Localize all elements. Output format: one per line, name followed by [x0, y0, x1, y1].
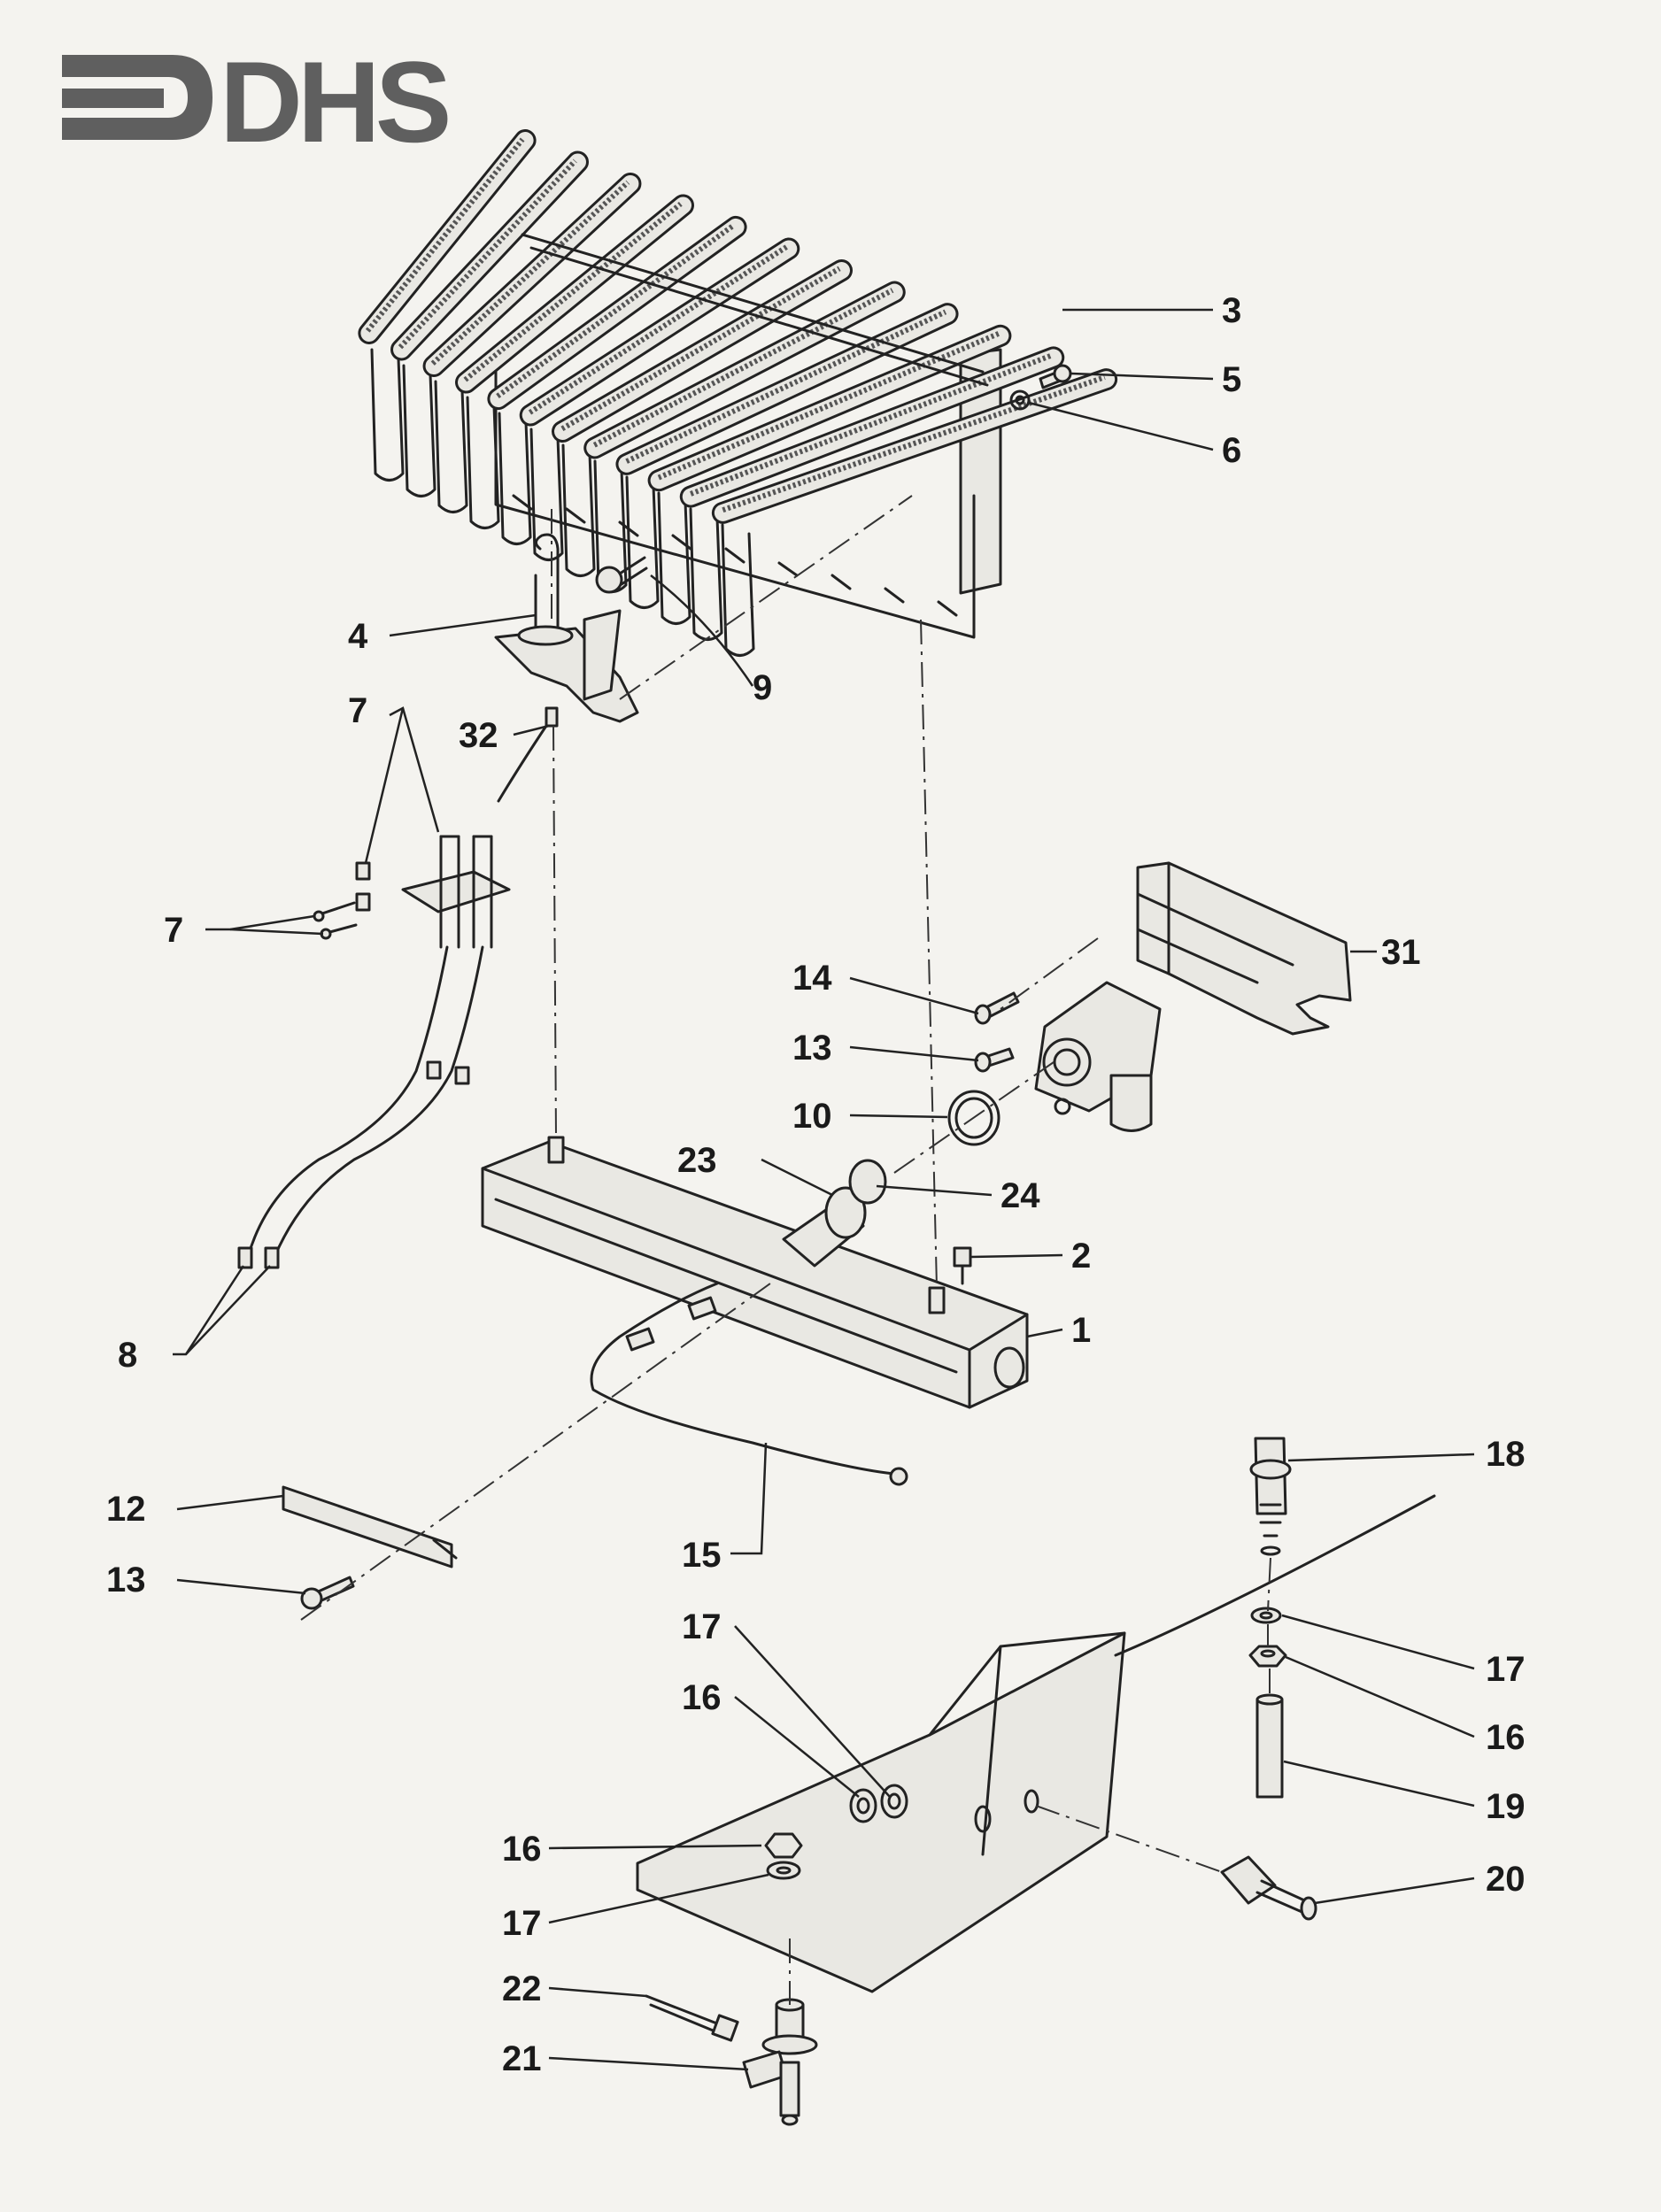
callout-12: 12 — [106, 1490, 146, 1529]
callout-3: 3 — [1222, 291, 1241, 330]
pilot-pipe — [590, 1282, 908, 1486]
pin-22 — [645, 1994, 739, 2042]
callout-16-right: 16 — [1486, 1718, 1526, 1757]
burner-leg — [657, 491, 691, 625]
callout-23: 23 — [677, 1141, 717, 1180]
screw-9 — [595, 556, 648, 594]
callout-14: 14 — [792, 959, 832, 998]
callout-17-right: 17 — [1486, 1650, 1526, 1689]
tap-21 — [742, 1998, 818, 2126]
lead-32 — [497, 706, 559, 803]
burner-leg — [721, 523, 755, 657]
callout-16-left: 16 — [502, 1830, 542, 1869]
burner-tube — [647, 324, 1012, 492]
callout-5: 5 — [1222, 360, 1241, 399]
valve-housing — [1034, 861, 1352, 1132]
bracket-12 — [282, 1485, 458, 1568]
callout-32: 32 — [459, 716, 498, 755]
fitting-18 — [1249, 1437, 1292, 1556]
nut-16-low — [764, 1832, 803, 1859]
screw-5 — [1039, 364, 1072, 389]
callout-9: 9 — [753, 668, 772, 707]
burner-leg — [434, 380, 468, 513]
callout-21: 21 — [502, 2039, 542, 2078]
o-ring-10 — [947, 1090, 1000, 1146]
washer-17-mid — [880, 1784, 908, 1819]
callout-16-top: 16 — [682, 1678, 722, 1717]
nut-16-right — [1248, 1645, 1287, 1668]
callout-1: 1 — [1071, 1311, 1091, 1350]
burner-leg — [370, 348, 405, 482]
burner-leg — [561, 443, 596, 577]
callout-6: 6 — [1222, 431, 1241, 470]
logo-text: DHS — [220, 37, 448, 166]
callout-7-left: 7 — [164, 911, 183, 950]
assembly-lines — [300, 495, 1271, 2005]
callout-2: 2 — [1071, 1237, 1091, 1276]
callout-7-top: 7 — [348, 691, 367, 730]
callout-4: 4 — [348, 617, 368, 656]
callout-13-upper: 13 — [792, 1029, 832, 1067]
fitting-20 — [1220, 1855, 1317, 1921]
burner-tube — [519, 237, 800, 427]
screw-13a — [974, 1047, 1015, 1073]
washer-17-right — [1250, 1607, 1282, 1624]
washer-6 — [1009, 389, 1031, 411]
leader-lines — [173, 308, 1475, 2071]
burner-tube — [487, 215, 747, 411]
callout-17-left: 17 — [502, 1904, 542, 1943]
burner-tube — [455, 194, 694, 394]
burner-leg — [466, 396, 500, 529]
pilot-bracket — [494, 533, 639, 723]
screw-13b — [300, 1576, 355, 1610]
burner-leg — [529, 428, 564, 561]
nut-16-mid — [849, 1788, 877, 1823]
screw-14 — [974, 991, 1020, 1025]
callout-22: 22 — [502, 1969, 542, 2008]
dhs-logo: DHS — [62, 37, 453, 166]
burner-tube — [422, 172, 642, 378]
burner-leg — [625, 475, 660, 609]
burner-leg — [689, 507, 723, 641]
callout-18: 18 — [1486, 1435, 1526, 1474]
sleeve-19 — [1255, 1693, 1284, 1799]
base-bracket — [636, 1494, 1436, 1993]
callout-labels: 3 5 6 4 9 7 32 7 31 14 13 10 23 24 2 1 8… — [106, 291, 1526, 2078]
callout-24: 24 — [1000, 1176, 1040, 1215]
callout-20: 20 — [1486, 1860, 1526, 1899]
callout-17-top: 17 — [682, 1607, 722, 1646]
washer-17-low — [766, 1861, 801, 1880]
manifold-bar — [481, 1136, 1029, 1409]
jet-2 — [953, 1246, 972, 1285]
callout-8: 8 — [118, 1336, 137, 1375]
callout-19: 19 — [1486, 1787, 1526, 1826]
callout-15: 15 — [682, 1536, 722, 1575]
burner-tube — [390, 150, 589, 361]
callout-13-lower: 13 — [106, 1561, 146, 1599]
callout-31: 31 — [1381, 933, 1421, 972]
burner-bars — [358, 129, 1118, 657]
callout-10: 10 — [792, 1097, 832, 1136]
burner-tube — [552, 259, 853, 443]
ht-leads — [237, 945, 484, 1269]
burner-tube — [615, 303, 959, 475]
burner-tube — [583, 281, 906, 459]
burner-leg — [498, 412, 532, 545]
ignition-electrodes — [313, 835, 511, 949]
burner-tube — [679, 346, 1065, 508]
burner-leg — [402, 364, 436, 497]
